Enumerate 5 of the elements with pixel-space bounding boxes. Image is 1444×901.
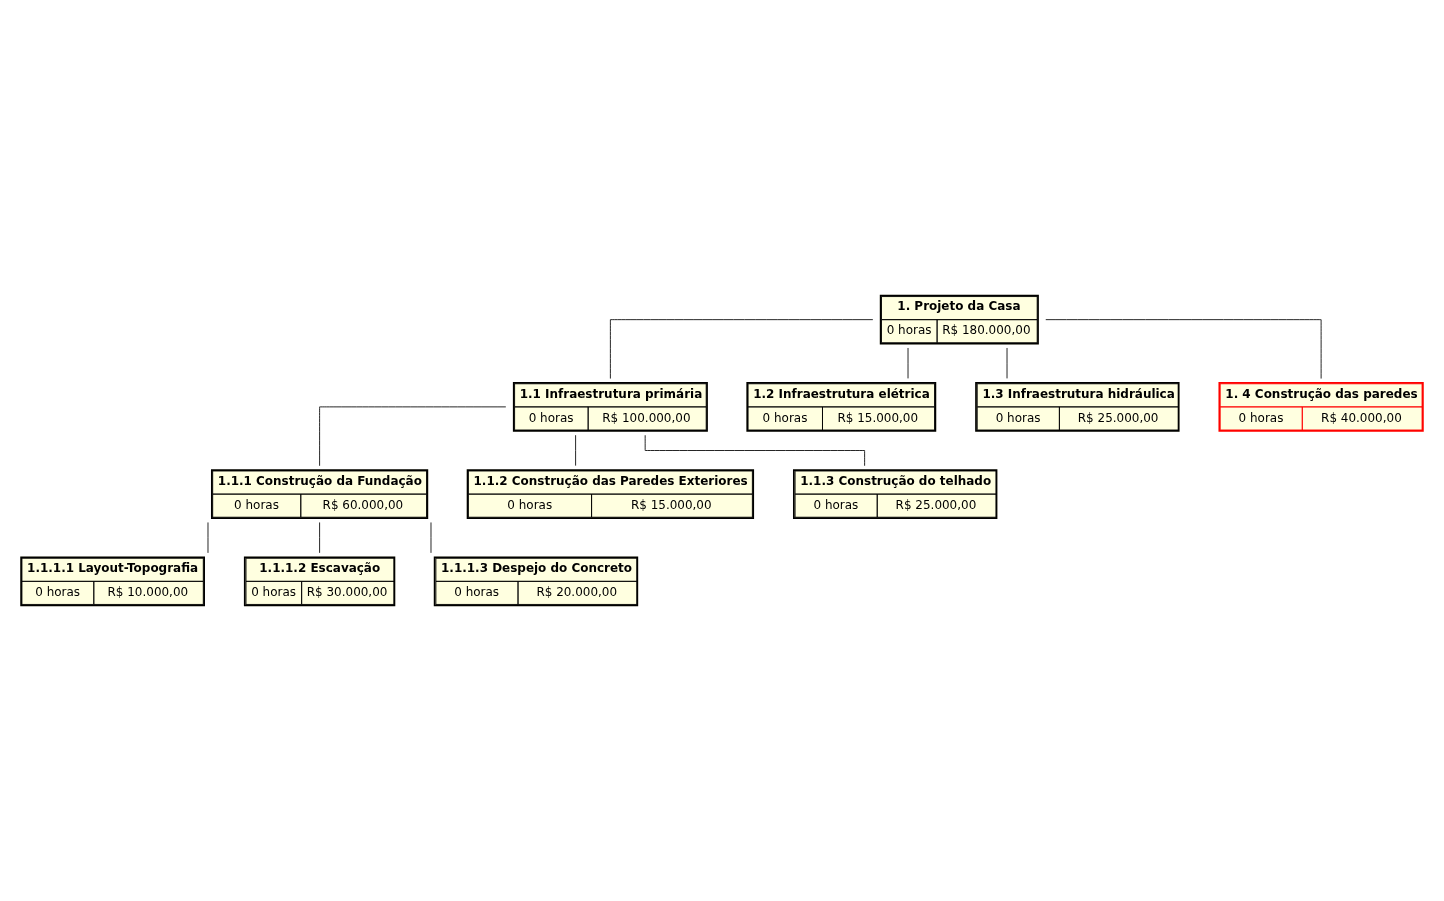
connector [575,434,577,467]
connector [319,522,321,554]
connector [609,319,874,379]
connector [1045,319,1322,379]
connector [319,406,507,467]
